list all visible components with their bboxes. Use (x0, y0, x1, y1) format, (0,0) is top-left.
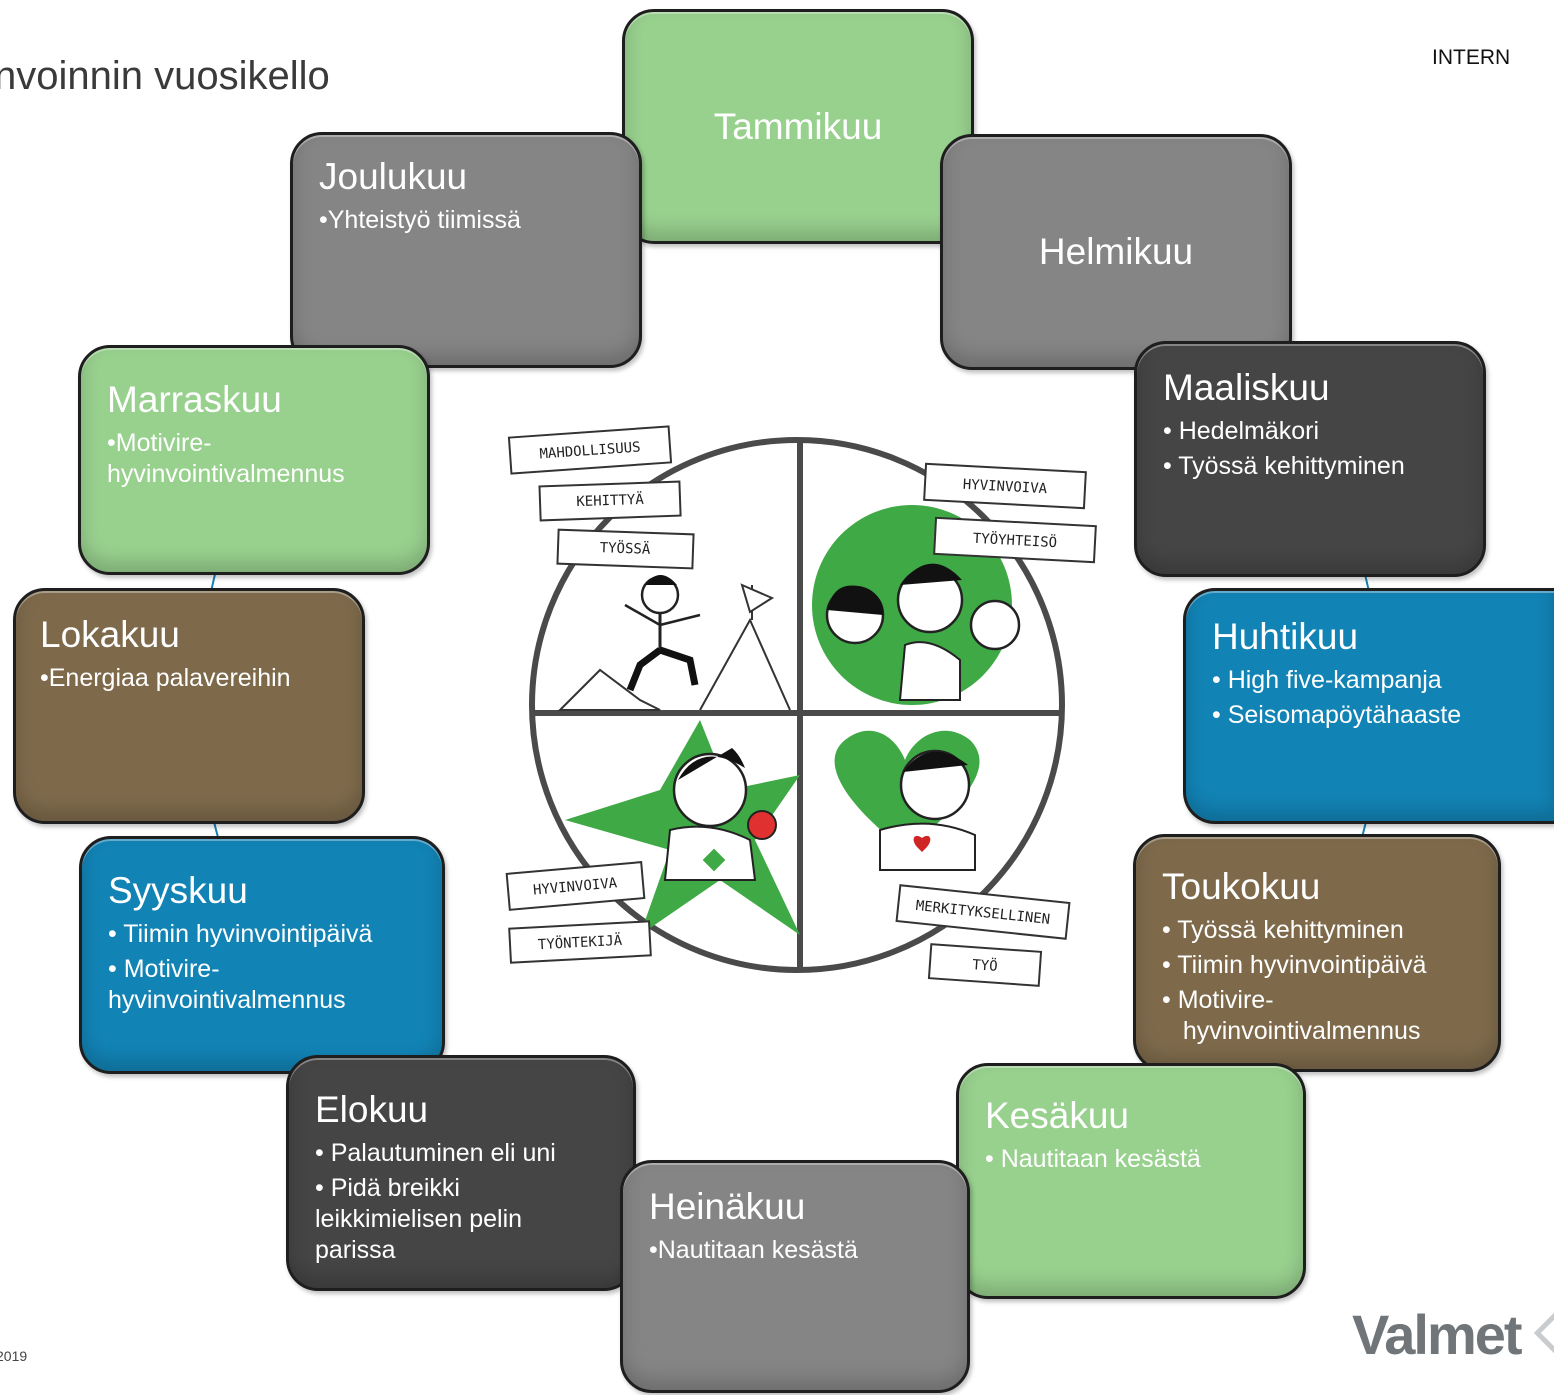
banner-text: TYÖYHTEISÖ (972, 529, 1057, 551)
flag-icon (740, 583, 775, 614)
banner-rect (508, 920, 652, 964)
month-label: Maaliskuu (1163, 367, 1330, 408)
valmet-logo: Valmet (1352, 1303, 1523, 1366)
month-label: Joulukuu (319, 156, 468, 197)
month-box-maaliskuu: Maaliskuu • Hedelmäkori • Työssä kehitty… (1134, 341, 1486, 577)
month-label: Tammikuu (713, 105, 883, 147)
activity-item: • Pidä breikki leikkimielisen pelin pari… (315, 1174, 523, 1264)
activity-item: • High five-kampanja (1212, 666, 1442, 694)
banner-rect (923, 462, 1087, 510)
month-label: Marraskuu (107, 379, 282, 420)
activity-item: • Tiimin hyvinvointipäivä (1162, 951, 1427, 979)
month-label: Helmikuu (1038, 231, 1194, 272)
banner-text: MAHDOLLISUUS (539, 439, 641, 462)
activity-item: • Motivire- hyvinvointivalmennus (1162, 986, 1421, 1045)
activity-item: •Energiaa palavereihin (40, 664, 291, 692)
month-box-toukokuu: Toukokuu • Työssä kehittyminen • Tiimin … (1133, 834, 1501, 1072)
activity-list: • High five-kampanja • Seisomapöytähaast… (1212, 665, 1528, 731)
month-label: Syyskuu (108, 870, 248, 911)
activity-list: •Nautitaan kesästä (649, 1235, 941, 1266)
banner-text: TYÖNTEKIJÄ (537, 931, 623, 953)
month-label: Kesäkuu (985, 1095, 1129, 1136)
banner-text: KEHITTYÄ (576, 490, 645, 510)
month-label: Toukokuu (1162, 866, 1321, 907)
month-box-huhtikuu: Huhtikuu • High five-kampanja • Seisomap… (1183, 588, 1554, 824)
month-box-joulukuu: Joulukuu •Yhteistyö tiimissä (290, 132, 642, 368)
month-box-syyskuu: Syyskuu • Tiimin hyvinvointipäivä • Moti… (79, 836, 445, 1074)
classification-label: INTERN (1432, 46, 1511, 69)
month-label: Elokuu (315, 1089, 429, 1130)
banner-rect (538, 480, 682, 522)
activity-list: • Nautitaan kesästä (985, 1144, 1277, 1175)
activity-item: • Hedelmäkori (1163, 417, 1320, 445)
activity-item: • Työssä kehittyminen (1163, 452, 1405, 480)
activity-list: • Tiimin hyvinvointipäivä • Motivire-hyv… (108, 919, 408, 1016)
month-label: Huhtikuu (1212, 616, 1359, 657)
month-box-marraskuu: Marraskuu •Motivire-hyvinvointivalmennus (78, 345, 430, 575)
banner-group-q3 (505, 861, 652, 964)
slide-title: nvoinnin vuosikello (0, 54, 330, 98)
banner-rect (895, 884, 1071, 940)
month-label: Heinäkuu (649, 1186, 806, 1227)
month-box-elokuu: Elokuu • Palautuminen eli uni • Pidä bre… (286, 1055, 636, 1291)
banner-text: TYÖSSÄ (599, 538, 651, 558)
activity-item: • Tiimin hyvinvointipäivä (108, 920, 373, 948)
apple-icon (747, 810, 777, 840)
activity-list: •Energiaa palavereihin (40, 663, 338, 694)
banner-text: HYVINVOIVA (962, 477, 1048, 497)
banner-rect (556, 528, 695, 570)
activity-item: •Motivire-hyvinvointivalmennus (107, 429, 345, 488)
banner-rect (933, 516, 1097, 564)
banner-group-q2 (923, 462, 1097, 564)
activity-item: • Nautitaan kesästä (985, 1145, 1201, 1173)
banner-rect (507, 425, 673, 475)
activity-list: •Motivire-hyvinvointivalmennus (107, 428, 397, 490)
activity-item: •Nautitaan kesästä (649, 1236, 858, 1264)
activity-list: • Työssä kehittyminen • Tiimin hyvinvoin… (1162, 915, 1462, 1047)
banner-group-q1 (507, 425, 695, 570)
activity-item: • Seisomapöytähaaste (1212, 701, 1462, 729)
month-box-heinakuu: Heinäkuu •Nautitaan kesästä (620, 1160, 970, 1393)
activity-item: • Työssä kehittyminen (1162, 916, 1404, 944)
month-box-tammikuu: Tammikuu (622, 9, 974, 244)
month-box-lokakuu: Lokakuu •Energiaa palavereihin (13, 588, 365, 824)
activity-item: •Yhteistyö tiimissä (319, 206, 521, 234)
month-box-helmikuu: Helmikuu (940, 134, 1292, 370)
activity-list: • Palautuminen eli uni • Pidä breikki le… (315, 1138, 595, 1266)
activity-list: •Yhteistyö tiimissä (319, 205, 613, 236)
activity-item: • Palautuminen eli uni (315, 1139, 556, 1167)
activity-list: • Hedelmäkori • Työssä kehittyminen (1163, 416, 1457, 482)
banner-text: TYÖ (972, 955, 998, 975)
footer-date: 2019 (0, 1348, 28, 1364)
month-box-kesakuu: Kesäkuu • Nautitaan kesästä (956, 1063, 1306, 1299)
banner-group-q4 (895, 884, 1071, 987)
banner-rect (927, 943, 1043, 987)
banner-rect (505, 861, 646, 911)
banner-text: HYVINVOIVA (532, 875, 618, 898)
mountain-icon (557, 668, 661, 711)
activity-item: • Motivire-hyvinvointivalmennus (108, 955, 346, 1014)
month-label: Lokakuu (40, 614, 180, 655)
